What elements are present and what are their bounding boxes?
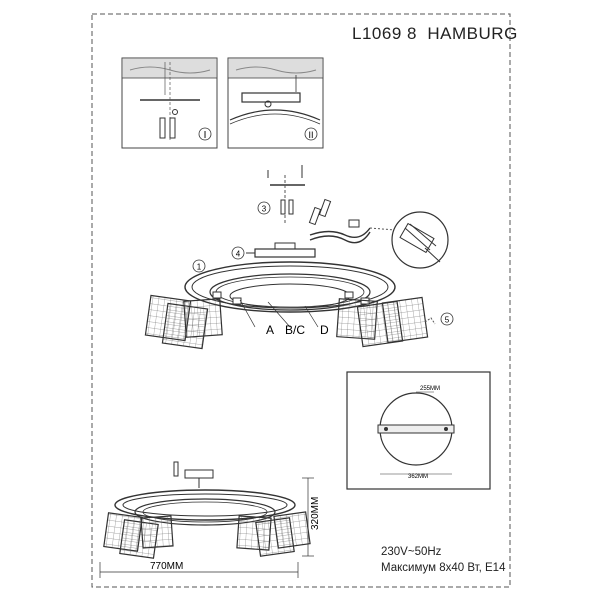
model-number: L1069 8: [352, 24, 417, 43]
spec-power: Максимум 8х40 Вт, E14: [381, 562, 506, 574]
width-dimension: 770MM: [150, 561, 183, 572]
part-d-label: D: [320, 323, 329, 337]
mounting-hardware: 3 4: [231, 165, 305, 260]
step-5-label: 5: [445, 316, 450, 325]
dimension-view: 770MM 320MM: [99, 461, 321, 578]
panel-2-label: II: [308, 130, 313, 140]
wiring-detail: [391, 211, 449, 269]
step-1-label: 1: [197, 263, 202, 272]
step-3-label: 3: [262, 205, 267, 214]
part-a-label: A: [266, 323, 274, 337]
model-name: HAMBURG: [427, 24, 518, 43]
step-4-label: 4: [236, 250, 241, 259]
height-dimension: 320MM: [310, 497, 321, 530]
plate-diameter-label: 255MM: [420, 386, 440, 392]
panel-step-1: I: [121, 57, 218, 149]
panel-step-2: II: [227, 57, 324, 149]
wires: [308, 198, 396, 244]
plate-width-label: 362MM: [408, 474, 428, 480]
fixture-main: 1 5 A B/C D: [144, 242, 454, 350]
panel-1-label: I: [204, 130, 207, 141]
sheet-border: [91, 13, 511, 588]
part-bc-label: B/C: [285, 323, 305, 337]
mounting-plate-detail: 255MM 362MM: [346, 371, 491, 490]
model-title: L1069 8 HAMBURG: [352, 24, 518, 44]
spec-voltage: 230V~50Hz: [381, 546, 442, 558]
